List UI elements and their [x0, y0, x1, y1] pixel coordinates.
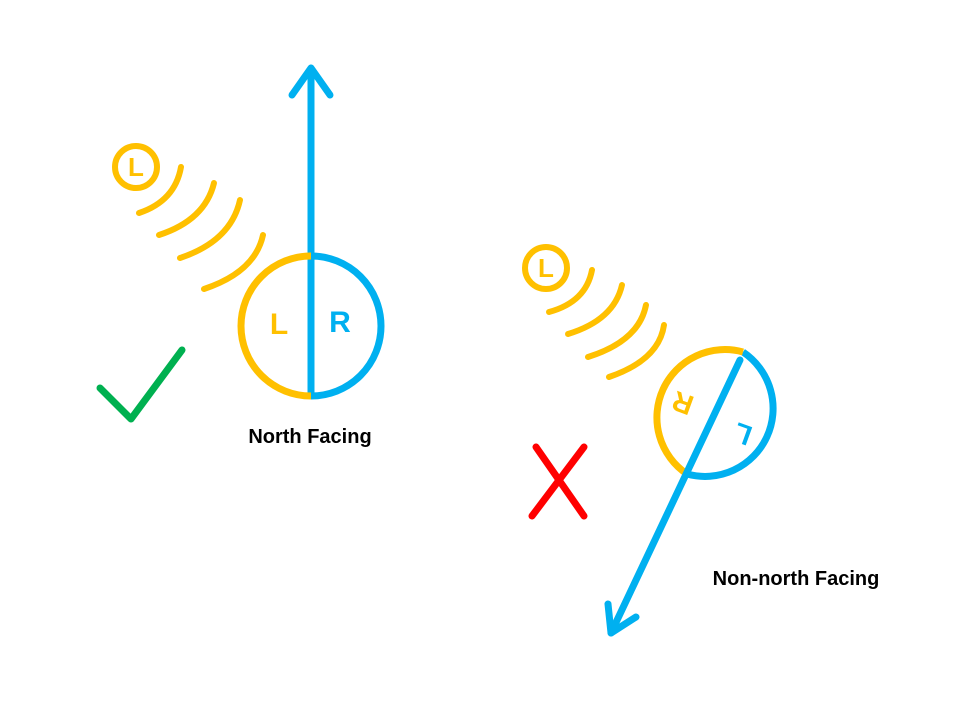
non-north-head-right-half [686, 349, 777, 480]
checkmark-icon [96, 346, 186, 423]
non-north-head-left-half [653, 346, 744, 477]
north-sound-waves-icon [136, 164, 266, 292]
non-north-head-right-label: L [729, 416, 756, 451]
north-head-right-half [310, 252, 385, 400]
north-head-right-label: R [329, 306, 351, 339]
non-north-sound-source: L [522, 244, 570, 292]
non-north-source-label: L [538, 253, 554, 283]
north-head-left-label: L [270, 308, 288, 341]
north-source-label: L [128, 152, 144, 182]
non-north-facing-caption: Non-north Facing [713, 568, 880, 590]
north-direction-arrow-icon [288, 64, 334, 397]
non-north-head-left-label: R [668, 385, 698, 421]
non-north-source-circle [522, 244, 570, 292]
non-north-sound-waves-icon [546, 267, 667, 380]
north-facing-panel: L L R North Facing [96, 64, 385, 448]
north-head-left-half [237, 252, 312, 400]
north-facing-caption: North Facing [248, 426, 371, 448]
north-sound-source: L [112, 143, 160, 191]
non-north-facing-panel: L R L Non-north Facing [522, 244, 880, 637]
cross-icon [528, 443, 588, 520]
non-north-direction-arrow-icon [604, 356, 744, 637]
north-source-circle [112, 143, 160, 191]
north-head-circle: L R [237, 252, 385, 400]
